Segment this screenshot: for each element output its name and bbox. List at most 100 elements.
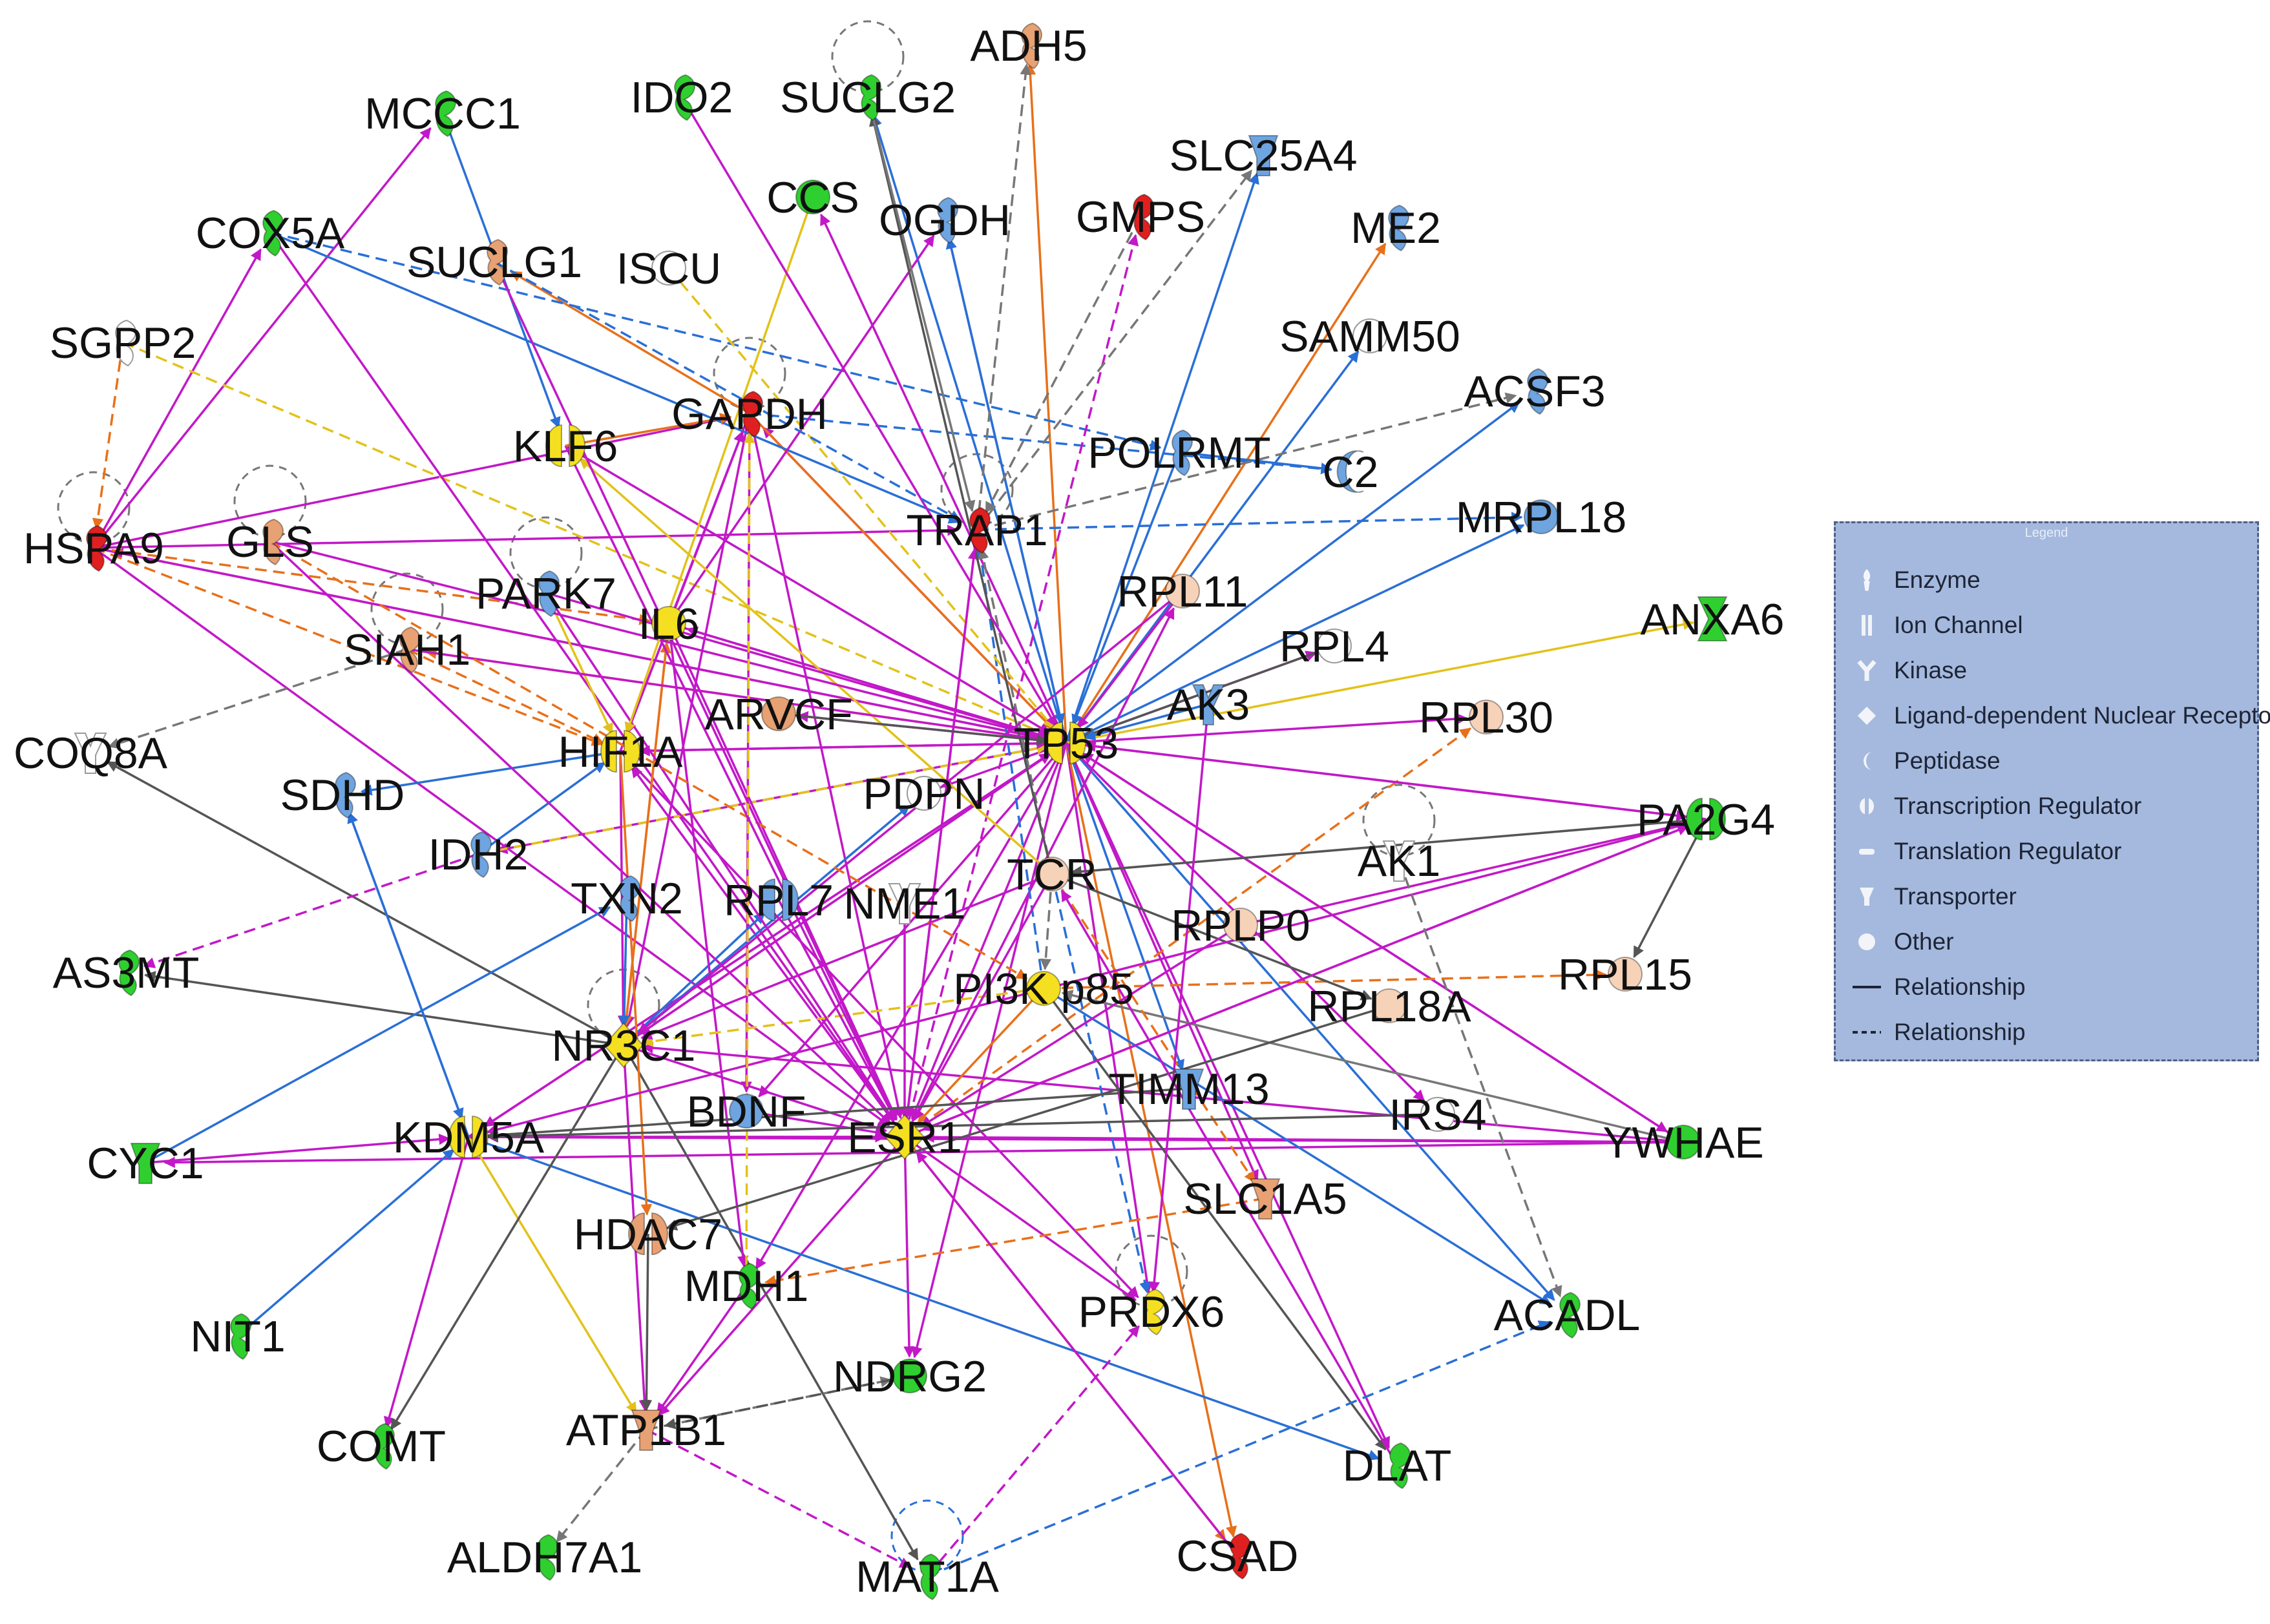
node-coq8a[interactable]: COQ8A xyxy=(14,729,168,778)
node-rplp0[interactable]: RPLP0 xyxy=(1171,901,1310,950)
node-ogdh[interactable]: OGDH xyxy=(879,196,1011,245)
edge-cyc1-txn2 xyxy=(145,906,611,1164)
node-trap1[interactable]: TRAP1 xyxy=(906,506,1047,555)
node-pa2g4[interactable]: PA2G4 xyxy=(1637,795,1775,844)
edge-hspa9-il6 xyxy=(93,547,651,625)
node-pi3kp85[interactable]: PI3K p85 xyxy=(953,964,1134,1014)
legend-item-translation-regulator: Translation Regulator xyxy=(1853,831,2121,872)
node-acadl[interactable]: ACADL xyxy=(1494,1291,1641,1340)
edge-kdm5a-dlat xyxy=(468,1136,1380,1461)
node-idh2[interactable]: IDH2 xyxy=(428,830,529,879)
node-nit1[interactable]: NIT1 xyxy=(190,1312,285,1361)
node-hspa9[interactable]: HSPA9 xyxy=(23,524,164,573)
node-hif1a[interactable]: HIF1A xyxy=(558,727,683,776)
node-atp1b1[interactable]: ATP1B1 xyxy=(566,1406,726,1455)
edge-kdm5a-tp53 xyxy=(468,753,1051,1138)
node-ccs[interactable]: CCS xyxy=(766,173,859,222)
node-rpl18a[interactable]: RPL18A xyxy=(1307,982,1471,1031)
node-as3mt[interactable]: AS3MT xyxy=(53,948,200,997)
node-park7[interactable]: PARK7 xyxy=(476,569,616,618)
node-cyc1[interactable]: CYC1 xyxy=(87,1139,204,1188)
translation-regulator-icon xyxy=(1853,837,1881,866)
node-irs4[interactable]: IRS4 xyxy=(1389,1090,1486,1140)
other-icon xyxy=(1165,574,1200,609)
node-polrmt[interactable]: POLRMT xyxy=(1088,428,1270,477)
node-esr1[interactable]: ESR1 xyxy=(847,1113,962,1162)
node-rpl11[interactable]: RPL11 xyxy=(1117,567,1248,616)
node-nr3c1[interactable]: NR3C1 xyxy=(552,1021,696,1070)
node-pdpn[interactable]: PDPN xyxy=(863,769,985,818)
node-anxa6[interactable]: ANXA6 xyxy=(1641,595,1785,644)
edge-sgpp2-tp53 xyxy=(122,341,1049,737)
node-ido2[interactable]: IDO2 xyxy=(631,73,733,122)
node-txn2[interactable]: TXN2 xyxy=(571,874,683,923)
node-me2[interactable]: ME2 xyxy=(1350,203,1441,253)
node-rpl15[interactable]: RPL15 xyxy=(1558,950,1692,999)
node-rpl7[interactable]: RPL7 xyxy=(724,876,834,925)
edge-rpl7-esr1 xyxy=(777,899,897,1121)
edge-tp53-acsf3 xyxy=(1065,401,1520,744)
node-label: PDPN xyxy=(863,769,985,818)
node-label: IDO2 xyxy=(631,73,733,122)
node-gls[interactable]: GLS xyxy=(226,517,314,567)
node-mccc1[interactable]: MCCC1 xyxy=(364,89,521,138)
node-label: PI3K p85 xyxy=(953,964,1134,1014)
node-adh5[interactable]: ADH5 xyxy=(970,21,1087,70)
node-ak3[interactable]: AK3 xyxy=(1167,680,1250,729)
node-cox5a[interactable]: COX5A xyxy=(196,209,345,258)
node-tp53[interactable]: TP53 xyxy=(1014,719,1119,768)
node-rpl30[interactable]: RPL30 xyxy=(1419,693,1553,742)
node-dlat[interactable]: DLAT xyxy=(1343,1441,1452,1490)
node-tcr[interactable]: TCR xyxy=(1007,850,1097,899)
legend-title: Legend xyxy=(2024,526,2068,540)
node-slc1a5[interactable]: SLC1A5 xyxy=(1183,1174,1347,1223)
node-label: TP53 xyxy=(1014,719,1119,768)
node-ak1[interactable]: AK1 xyxy=(1358,837,1441,886)
node-c2[interactable]: C2 xyxy=(1323,448,1379,497)
node-rpl4[interactable]: RPL4 xyxy=(1279,622,1389,671)
node-label: SUCLG1 xyxy=(406,238,582,287)
node-iscu[interactable]: ISCU xyxy=(616,244,721,293)
enzyme-icon xyxy=(230,1313,251,1360)
node-mrpl18[interactable]: MRPL18 xyxy=(1456,493,1627,542)
edge-ak3-tp53 xyxy=(1084,703,1209,741)
node-prdx6[interactable]: PRDX6 xyxy=(1078,1287,1225,1337)
node-nme1[interactable]: NME1 xyxy=(844,879,966,928)
node-csad[interactable]: CSAD xyxy=(1177,1532,1299,1581)
node-il6[interactable]: IL6 xyxy=(638,599,700,649)
edge-klf6-esr1 xyxy=(564,445,898,1121)
node-sdhd[interactable]: SDHD xyxy=(280,771,405,820)
node-gapdh[interactable]: GAPDH xyxy=(671,390,828,439)
edge-nr3c1-esr1 xyxy=(623,1044,888,1134)
edge-hspa9-trap1 xyxy=(93,525,959,549)
node-bdnf[interactable]: BDNF xyxy=(686,1087,806,1136)
node-arvcf[interactable]: ARVCF xyxy=(704,690,852,739)
node-slc25a4[interactable]: SLC25A4 xyxy=(1169,131,1357,180)
node-suclg1[interactable]: SUCLG1 xyxy=(406,238,582,287)
node-label: BDNF xyxy=(686,1087,806,1136)
node-samm50[interactable]: SAMM50 xyxy=(1279,312,1460,361)
node-label: MDH1 xyxy=(684,1262,809,1311)
node-mat1a[interactable]: MAT1A xyxy=(856,1552,999,1601)
node-klf6[interactable]: KLF6 xyxy=(513,422,618,471)
node-mdh1[interactable]: MDH1 xyxy=(684,1262,809,1311)
edge-pa2g4-kdm5a xyxy=(486,818,1707,1136)
node-hdac7[interactable]: HDAC7 xyxy=(574,1210,723,1259)
edge-hspa9-esr1 xyxy=(92,547,890,1127)
node-timm13[interactable]: TIMM13 xyxy=(1108,1065,1269,1114)
node-gmps[interactable]: GMPS xyxy=(1076,193,1205,242)
other-icon xyxy=(1352,318,1387,353)
node-label: AK1 xyxy=(1358,837,1441,886)
node-acsf3[interactable]: ACSF3 xyxy=(1464,367,1605,416)
node-comt[interactable]: COMT xyxy=(317,1422,446,1471)
edge-csad-esr1 xyxy=(916,1151,1239,1557)
node-kdm5a[interactable]: KDM5A xyxy=(393,1113,545,1162)
node-suclg2[interactable]: SUCLG2 xyxy=(780,73,956,122)
node-label: RPL15 xyxy=(1558,950,1692,999)
node-ywhae[interactable]: YWHAE xyxy=(1603,1118,1763,1167)
node-ndrg2[interactable]: NDRG2 xyxy=(833,1352,987,1401)
node-sgpp2[interactable]: SGPP2 xyxy=(50,318,196,368)
node-siah1[interactable]: SIAH1 xyxy=(344,625,471,674)
other-icon xyxy=(1853,928,1881,956)
node-aldh7a1[interactable]: ALDH7A1 xyxy=(447,1533,642,1582)
